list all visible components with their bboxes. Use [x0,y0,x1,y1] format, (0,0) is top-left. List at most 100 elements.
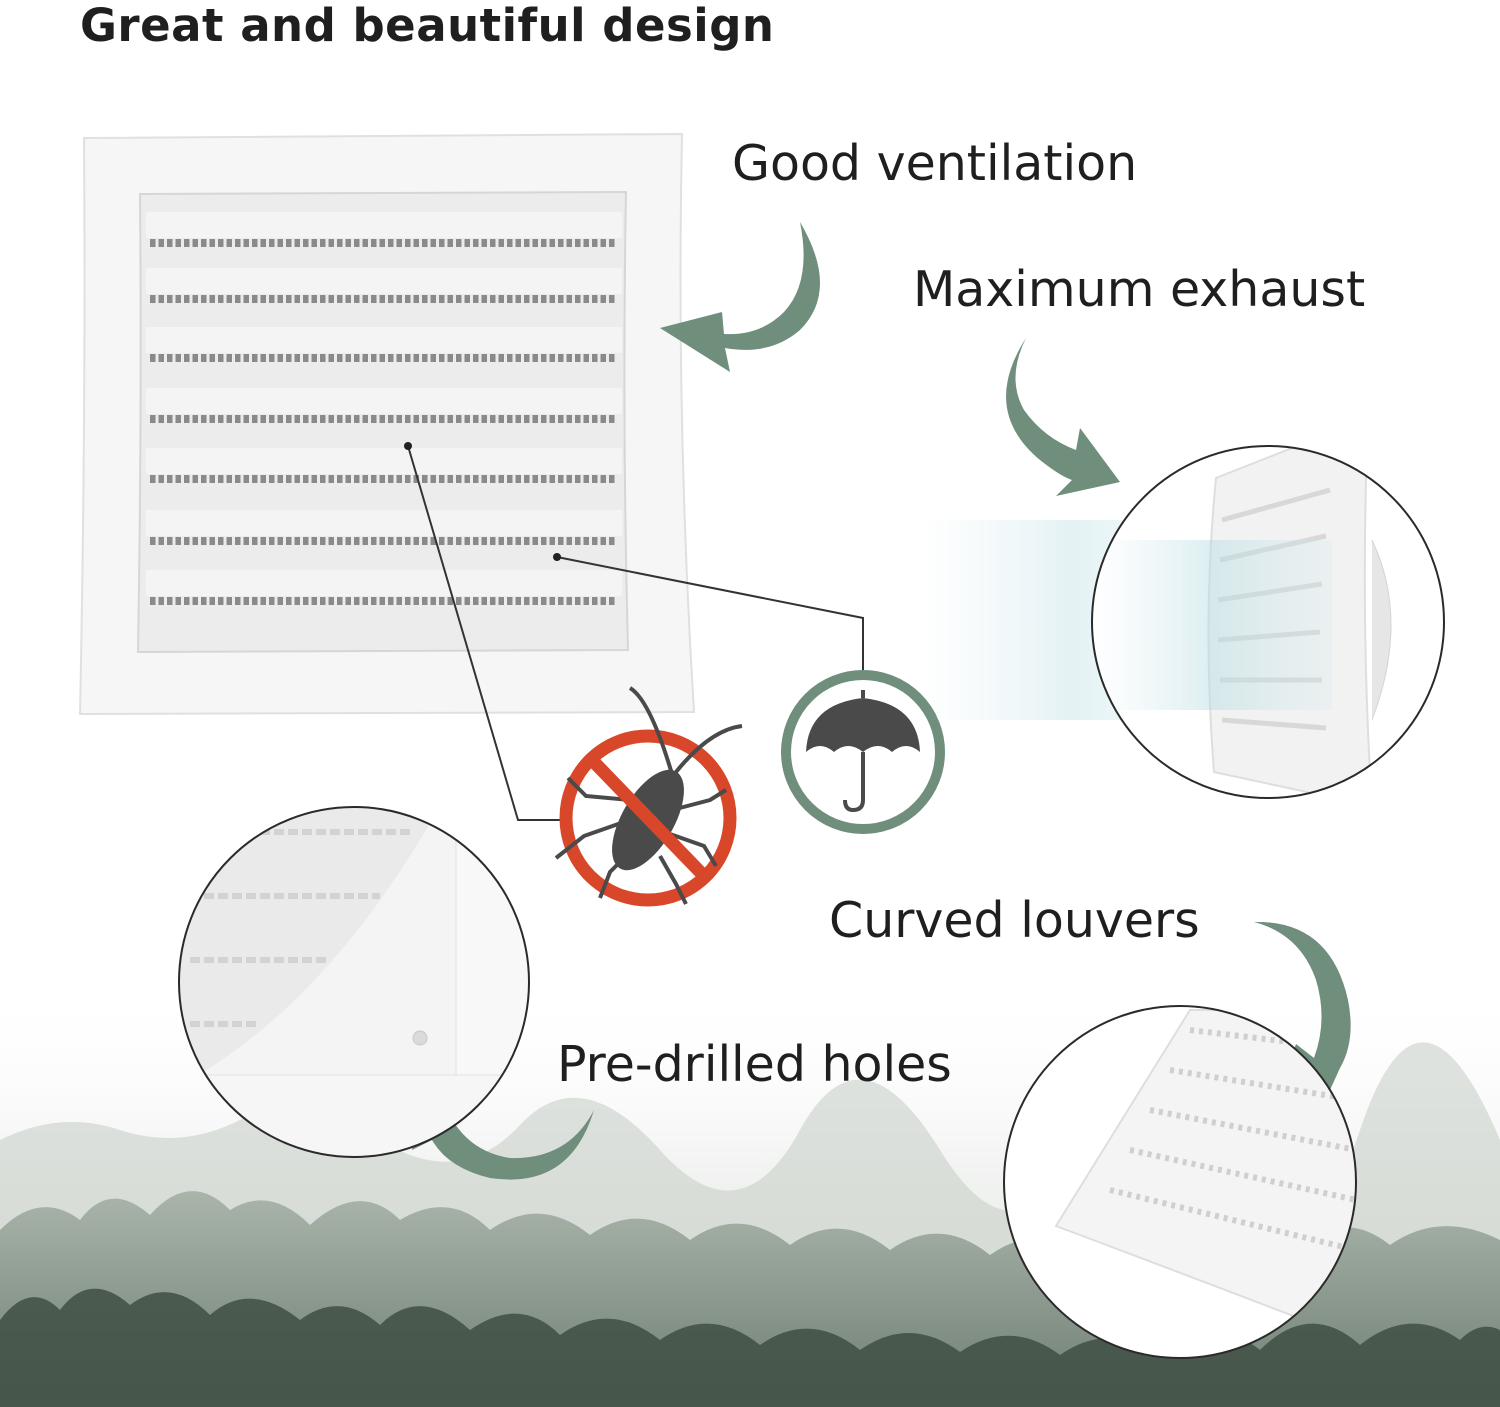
louver-vent-hole [252,537,258,545]
louver-vent-hole [362,537,368,545]
louver-vent-hole [405,475,411,483]
louver-vent-hole [515,354,521,362]
louver-vent-hole [371,597,377,605]
louver-vent-hole [430,295,436,303]
louver-vent-hole [405,537,411,545]
louver-vent-hole [337,354,343,362]
louver-vent-hole [396,475,402,483]
louver-vent-hole [473,239,479,247]
louver-vent-hole [583,475,589,483]
louver-vent-hole [311,537,317,545]
louver-vent-hole [243,239,249,247]
louver-vent-hole [167,597,173,605]
louver-vent-hole [566,537,572,545]
louver-vent-hole [396,295,402,303]
louver-vent-hole [447,295,453,303]
louver-vent-hole [167,475,173,483]
louver-vent-hole [150,475,156,483]
louver-vent-hole [320,475,326,483]
feature-label-louvers: Curved louvers [829,892,1200,949]
louver-vent-hole [507,239,513,247]
louver-vent-hole [396,415,402,423]
louver-vent-hole [490,537,496,545]
louver-vent-hole [192,239,198,247]
louver-vent-hole [337,415,343,423]
louver-vent-hole [609,537,615,545]
louver-vent-hole [201,415,207,423]
louver-slat [146,510,622,536]
louver-vent-hole [481,295,487,303]
louver-vent-hole [294,239,300,247]
louver-vent-hole [541,537,547,545]
louver-vent-hole [158,415,164,423]
louver-vent-hole [524,354,530,362]
vent-grille-image [78,132,696,716]
louver-vent-hole [600,295,606,303]
louver-vent-hole [447,537,453,545]
louver-vent-hole [235,239,241,247]
louver-vent-hole [286,354,292,362]
louver-vent-hole [532,597,538,605]
louver-vent-hole [311,597,317,605]
louver-vent-hole [524,295,530,303]
louver-vent-hole [260,475,266,483]
louver-vent-hole [269,295,275,303]
louver-vent-hole [303,475,309,483]
louver-vent-hole [303,239,309,247]
louver-vent-hole [218,475,224,483]
louver-vent-hole [575,415,581,423]
louver-vent-hole [575,475,581,483]
louver-vent-hole [549,415,555,423]
louver-vent-hole [600,537,606,545]
louver-vent-hole [609,475,615,483]
louver-vent-hole [354,537,360,545]
louver-vent-hole [473,597,479,605]
louver-vent-hole [609,239,615,247]
louver-vent-hole [439,475,445,483]
louver-vent-hole [515,295,521,303]
louver-vent-hole [158,537,164,545]
louver-vent-hole [524,537,530,545]
louver-vent-hole [532,475,538,483]
louver-vent-hole [294,475,300,483]
louver-vent-hole [252,415,258,423]
louver-vent-hole [532,239,538,247]
louver-vent-hole [184,537,190,545]
louver-vent-hole [507,354,513,362]
louver-vent-hole [473,537,479,545]
louver-vent-hole [456,537,462,545]
louver-vent-hole [481,537,487,545]
louver-vent-hole [592,239,598,247]
louver-vent-hole [320,354,326,362]
louver-vent-hole [600,475,606,483]
louver-vent-hole [532,354,538,362]
louver-vent-hole [413,239,419,247]
louver-vent-hole [345,475,351,483]
louver-vent-hole [396,537,402,545]
louver-vent-hole [311,295,317,303]
louver-vent-hole [481,239,487,247]
louver-vent-hole [430,475,436,483]
louver-vent-hole [481,354,487,362]
louver-vent-hole [532,295,538,303]
louver-vent-hole [558,537,564,545]
louver-slat [146,388,622,414]
louver-vent-hole [583,354,589,362]
louver-vent-hole [447,354,453,362]
louver-vent-hole [379,597,385,605]
louver-vent-hole [515,415,521,423]
louver-vent-hole [600,354,606,362]
louver-vent-hole [337,295,343,303]
exhaust-zoom [920,445,1445,799]
louver-vent-hole [209,537,215,545]
louver-vent-hole [175,537,181,545]
louver-vent-hole [464,475,470,483]
louver-vent-hole [507,537,513,545]
louver-vent-hole [592,295,598,303]
louver-vent-hole [269,475,275,483]
louver-vent-hole [226,597,232,605]
louver-vent-hole [473,295,479,303]
louver-vent-hole [490,295,496,303]
louver-vent-hole [345,415,351,423]
louver-vent-hole [243,597,249,605]
